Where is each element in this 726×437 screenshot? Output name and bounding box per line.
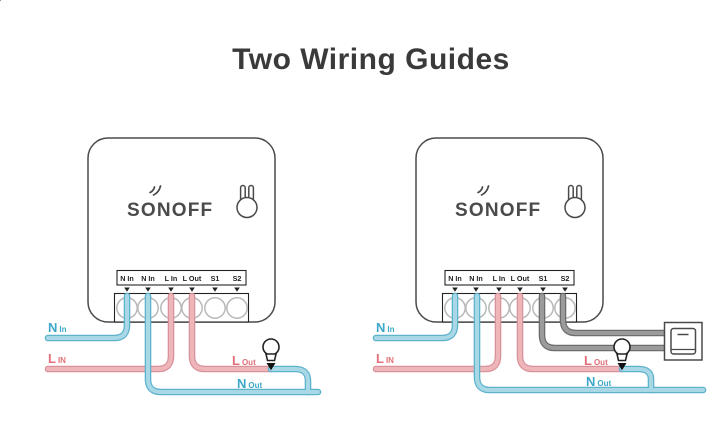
sonoff-device-left: SONOFF N In N In L In L Out S1 S2	[87, 137, 276, 323]
terminal-label-bar	[116, 269, 247, 286]
terminal-label-lout: L Out	[183, 274, 202, 283]
left-diagram-wires	[44, 292, 322, 396]
right-diagram-wires	[372, 292, 707, 394]
terminal-label-s1: S1	[211, 274, 220, 283]
terminal-arrow-icons	[124, 287, 240, 292]
sonoff-device-right	[415, 137, 604, 323]
terminal-label-s2: S2	[233, 274, 242, 283]
terminal-label-lin: L In	[165, 274, 178, 283]
terminal-label-nin1: N In	[120, 274, 134, 283]
page-title: Two Wiring Guides	[232, 43, 510, 76]
right-light-bulb-icon	[613, 338, 631, 372]
left-light-bulb-icon	[262, 338, 280, 372]
wall-switch-icon	[663, 321, 703, 361]
light-bulb-icon	[0, 0, 1, 2]
terminal-label-nin2: N In	[141, 274, 155, 283]
pull-tab-icon	[236, 184, 258, 219]
brand-logo-text: SONOFF	[127, 200, 213, 221]
wifi-icon	[149, 185, 162, 196]
